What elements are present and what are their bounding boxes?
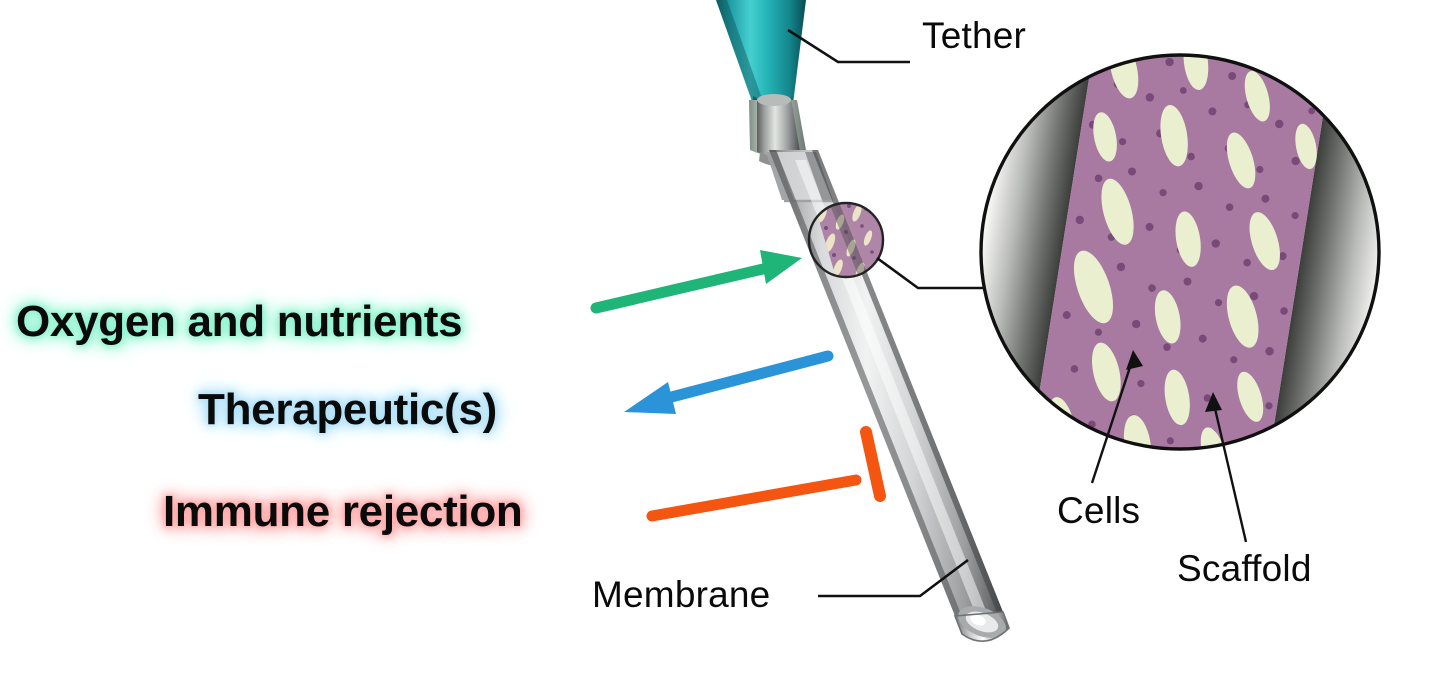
- histology-inset: [979, 53, 1381, 451]
- label-cells: Cells: [1057, 490, 1141, 531]
- leader-membrane: [818, 558, 969, 598]
- therapeutics-arrow: [624, 350, 834, 414]
- scaffold-arrowhead: [1205, 392, 1222, 412]
- label-membrane: Membrane: [592, 574, 771, 615]
- label-immune-rejection: Immune rejection: [163, 487, 523, 536]
- magnifier-source-circle: [807, 201, 885, 279]
- magnifier-circle-outline: [979, 53, 1381, 451]
- cells-arrowhead: [1126, 350, 1143, 370]
- leader-tether: [787, 28, 910, 64]
- label-tether: Tether: [922, 15, 1027, 56]
- device-assembly: [716, 0, 1010, 642]
- leader-magnifier: [876, 256, 984, 290]
- membrane-tube: [766, 150, 1010, 642]
- tether-part: [716, 0, 806, 110]
- leader-lines: [787, 28, 1248, 598]
- immune-inhibition-marker: [646, 426, 886, 522]
- label-scaffold: Scaffold: [1177, 548, 1312, 589]
- label-oxygen-and-nutrients: Oxygen and nutrients: [16, 297, 463, 346]
- oxygen-arrow: [590, 250, 802, 314]
- tether-collar: [749, 94, 806, 166]
- leader-scaffold: [1211, 399, 1248, 543]
- leader-cells: [1090, 357, 1135, 484]
- label-therapeutics: Therapeutic(s): [198, 385, 497, 434]
- inset-arrowheads: [1126, 350, 1222, 412]
